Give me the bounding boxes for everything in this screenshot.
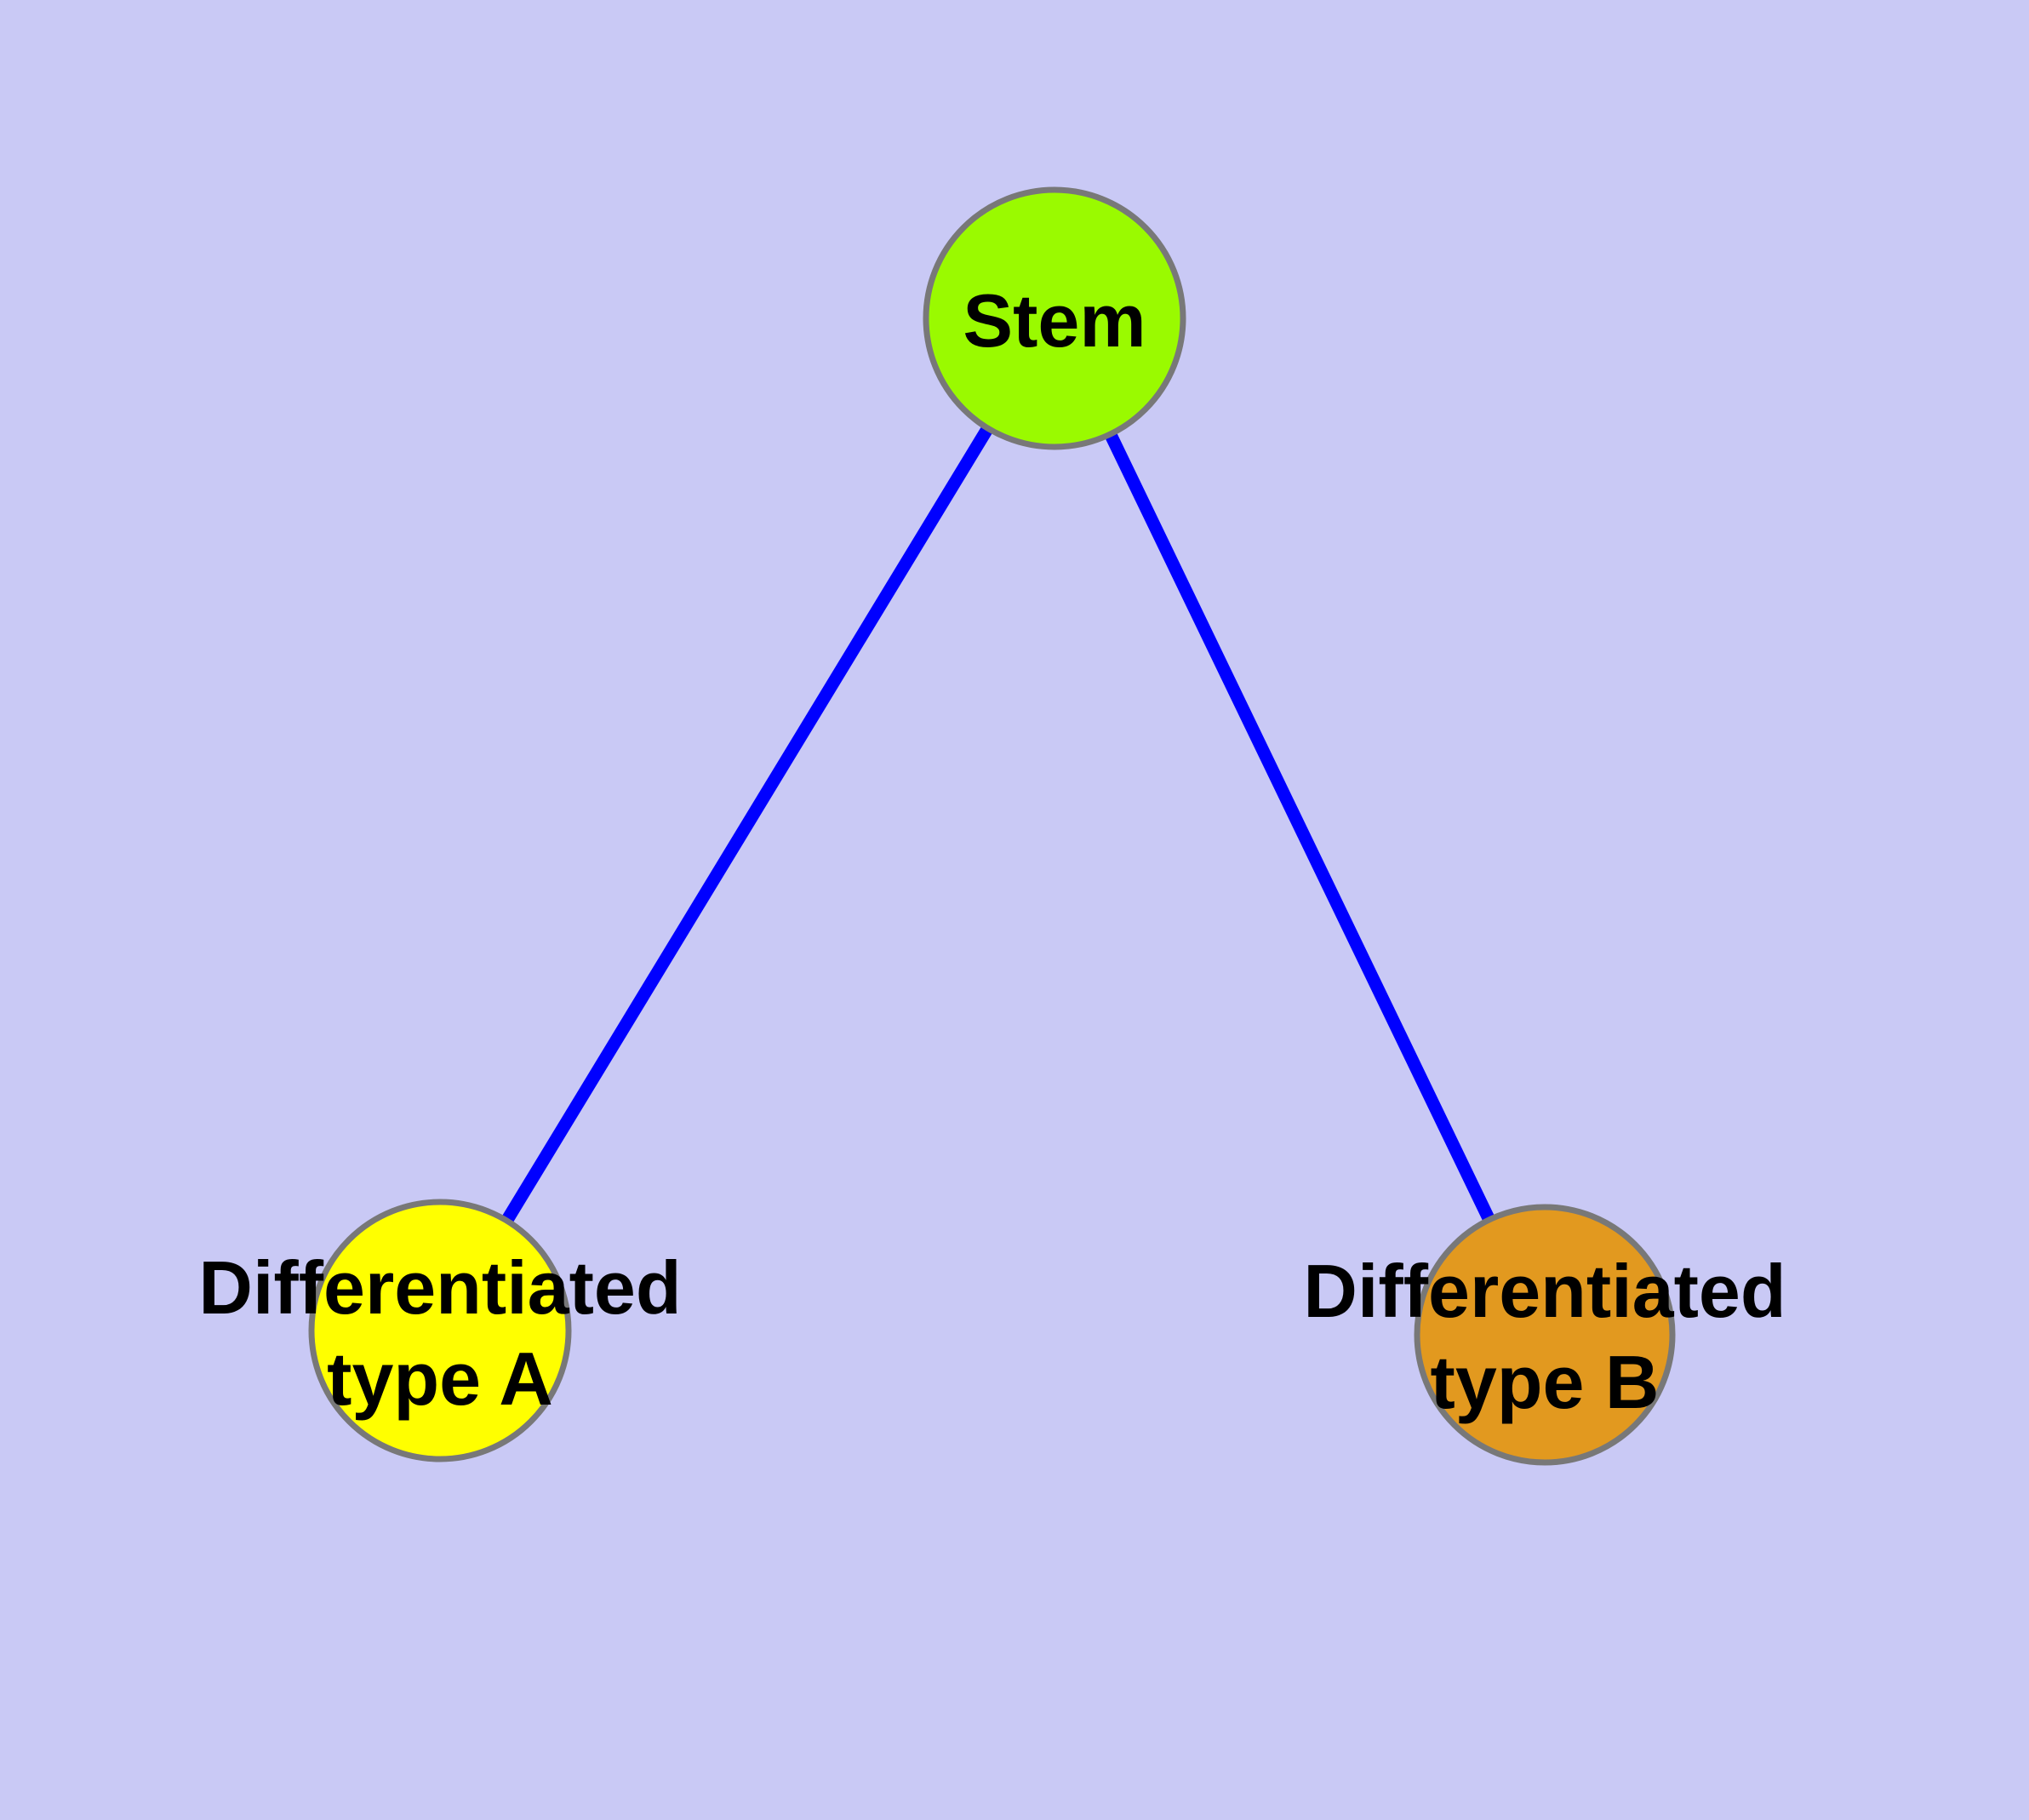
edge-stem-to-type-a (434, 315, 1060, 1334)
node-differentiated-type-b[interactable] (1414, 1204, 1676, 1466)
node-stem[interactable] (923, 186, 1186, 450)
node-type-a-label-line1: Differentiated (198, 1245, 681, 1330)
node-differentiated-type-a[interactable] (308, 1199, 572, 1462)
node-type-b-label-line2: type B (1431, 1340, 1660, 1424)
node-type-a-label-line2: type A (327, 1336, 553, 1421)
node-stem-label: Stem (963, 278, 1146, 363)
node-type-b-label-line1: Differentiated (1303, 1249, 1786, 1333)
edge-stem-to-type-b (1049, 315, 1551, 1338)
